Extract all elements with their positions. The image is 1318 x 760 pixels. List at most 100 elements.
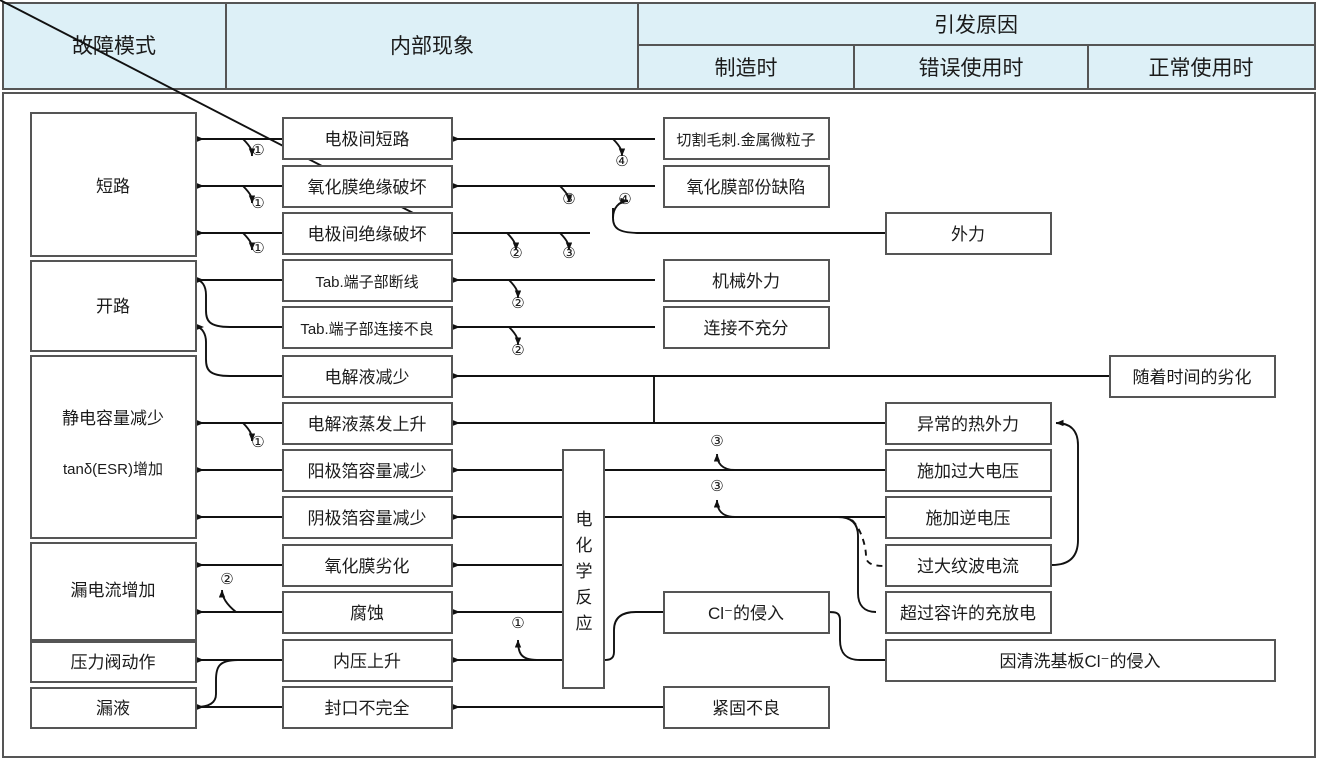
failure-mode-box[interactable]: [30, 112, 197, 257]
phenomenon-label: 氧化膜劣化: [325, 557, 410, 576]
phenomenon-box[interactable]: [282, 544, 453, 587]
phenomenon-box[interactable]: [282, 355, 453, 398]
phenomenon-box[interactable]: [282, 639, 453, 682]
phenomenon-box[interactable]: [282, 259, 453, 302]
cause-box[interactable]: [885, 449, 1052, 492]
phenomenon-box[interactable]: [282, 165, 453, 208]
cause-label: 切割毛刺.金属微粒子: [676, 132, 815, 149]
failure-mode-label: 静电容量减少: [62, 409, 164, 428]
cause-box[interactable]: [885, 591, 1052, 634]
step-marker: ③: [562, 245, 575, 262]
step-marker: ②: [511, 295, 524, 312]
failure-mode-label: 压力阀动作: [71, 653, 156, 672]
header-internal-phenomenon: 内部现象: [390, 35, 474, 58]
cause-label: 异常的热外力: [917, 415, 1019, 434]
step-marker: ④: [615, 153, 628, 170]
phenomenon-label: 内压上升: [333, 652, 401, 671]
phenomenon-label: 电极间绝缘破坏: [308, 225, 427, 244]
cause-label: 氧化膜部份缺陷: [687, 178, 806, 197]
step-marker: ①: [251, 195, 264, 212]
reaction-char: 应: [576, 614, 593, 633]
cause-box[interactable]: [663, 591, 830, 634]
reaction-char: 学: [576, 562, 593, 581]
cause-box[interactable]: [885, 402, 1052, 445]
marker-group: ① ① ① ② ③ ③ ④ ④ ② ② ① ③ ③ ② ①: [220, 142, 723, 632]
header-cause-misuse: 错误使用时: [919, 57, 1024, 80]
body-frame: [2, 92, 1316, 758]
cause-box[interactable]: [663, 117, 830, 160]
cause-label: 外力: [951, 225, 985, 244]
step-marker: ②: [511, 342, 524, 359]
causes-misuse-column: 外力 异常的热外力 施加过大电压 施加逆电压 过大纹波电流 超过容许的充放电 因…: [885, 212, 1276, 682]
failure-mode-label: 开路: [96, 297, 130, 316]
cause-label: 连接不充分: [704, 319, 789, 338]
phenomenon-label: 阳极箔容量减少: [308, 462, 427, 481]
header-cause-manufacturing: 制造时: [715, 57, 778, 80]
step-marker: ③: [562, 191, 575, 208]
causes-normal-column: 随着时间的劣化: [1109, 355, 1276, 398]
failure-mode-label-secondary: tanδ(ESR)增加: [63, 461, 163, 478]
phenomenon-label: 电解液减少: [325, 368, 410, 387]
header-cause: 引发原因: [934, 14, 1018, 37]
failure-mode-label: 漏电流增加: [71, 581, 156, 600]
cause-label: 施加过大电压: [917, 462, 1019, 481]
failure-mode-box[interactable]: [30, 260, 197, 352]
cause-box[interactable]: [885, 639, 1276, 682]
step-marker: ②: [220, 571, 233, 588]
failure-mode-box[interactable]: [30, 641, 197, 683]
step-marker: ③: [710, 433, 723, 450]
step-marker: ①: [511, 615, 524, 632]
phenomenon-label: 封口不完全: [325, 699, 410, 718]
electrochemical-reaction-box[interactable]: 电 化 学 反 应: [562, 449, 605, 689]
connector-lines: [0, 0, 1110, 711]
cause-label: 紧固不良: [712, 699, 780, 718]
step-marker: ②: [509, 245, 522, 262]
phenomenon-label: 氧化膜绝缘破坏: [308, 178, 427, 197]
cause-box[interactable]: [885, 212, 1052, 255]
phenomenon-label: 阴极箔容量减少: [308, 509, 427, 528]
failure-mode-column: 短路 开路 静电容量减少 tanδ(ESR)增加 漏电流增加 压力阀动作 漏液: [30, 112, 197, 729]
cause-box[interactable]: [885, 544, 1052, 587]
phenomenon-box[interactable]: [282, 686, 453, 729]
cause-label: 施加逆电压: [926, 509, 1011, 528]
phenomenon-box[interactable]: [282, 449, 453, 492]
internal-phenomena-column: 电极间短路 氧化膜绝缘破坏 电极间绝缘破坏 Tab.端子部断线 Tab.端子部连…: [282, 117, 453, 729]
cause-box[interactable]: [885, 496, 1052, 539]
failure-mode-box[interactable]: [30, 542, 197, 641]
cause-box[interactable]: [663, 686, 830, 729]
failure-mode-box[interactable]: [30, 355, 197, 539]
step-marker: ④: [618, 191, 631, 208]
cause-label: 机械外力: [712, 272, 780, 291]
phenomenon-box[interactable]: [282, 496, 453, 539]
cause-label: 随着时间的劣化: [1133, 368, 1252, 387]
phenomenon-label: 电解液蒸发上升: [308, 415, 427, 434]
phenomenon-label: Tab.端子部连接不良: [300, 321, 433, 338]
phenomenon-box[interactable]: [282, 591, 453, 634]
step-marker: ①: [251, 142, 264, 159]
step-marker: ①: [251, 240, 264, 257]
failure-mode-label: 漏液: [96, 699, 130, 718]
cause-box[interactable]: [663, 306, 830, 349]
cause-box[interactable]: [663, 165, 830, 208]
header-cause-normal: 正常使用时: [1149, 57, 1254, 80]
header-failure-mode: 故障模式: [72, 35, 156, 58]
phenomenon-box[interactable]: [282, 117, 453, 160]
cause-box[interactable]: [663, 259, 830, 302]
phenomenon-box[interactable]: [282, 402, 453, 445]
cause-label: 因清洗基板Cl⁻的侵入: [999, 652, 1160, 671]
reaction-char: 反: [576, 588, 593, 607]
cause-box[interactable]: [1109, 355, 1276, 398]
phenomenon-label: Tab.端子部断线: [315, 274, 418, 291]
cause-label: Cl⁻的侵入: [708, 604, 784, 623]
cause-label: 超过容许的充放电: [900, 604, 1036, 623]
table-header: 故障模式 内部现象 引发原因 制造时 错误使用时 正常使用时: [2, 2, 1316, 90]
failure-mode-box[interactable]: [30, 687, 197, 729]
phenomenon-box[interactable]: [282, 306, 453, 349]
reaction-char: 化: [576, 536, 593, 555]
failure-mode-label: 短路: [96, 177, 130, 196]
step-marker: ③: [710, 478, 723, 495]
phenomenon-box[interactable]: [282, 212, 453, 255]
step-marker: ①: [251, 434, 264, 451]
causes-manufacturing-column: 切割毛刺.金属微粒子 氧化膜部份缺陷 机械外力 连接不充分 Cl⁻的侵入 紧固不…: [663, 117, 830, 729]
